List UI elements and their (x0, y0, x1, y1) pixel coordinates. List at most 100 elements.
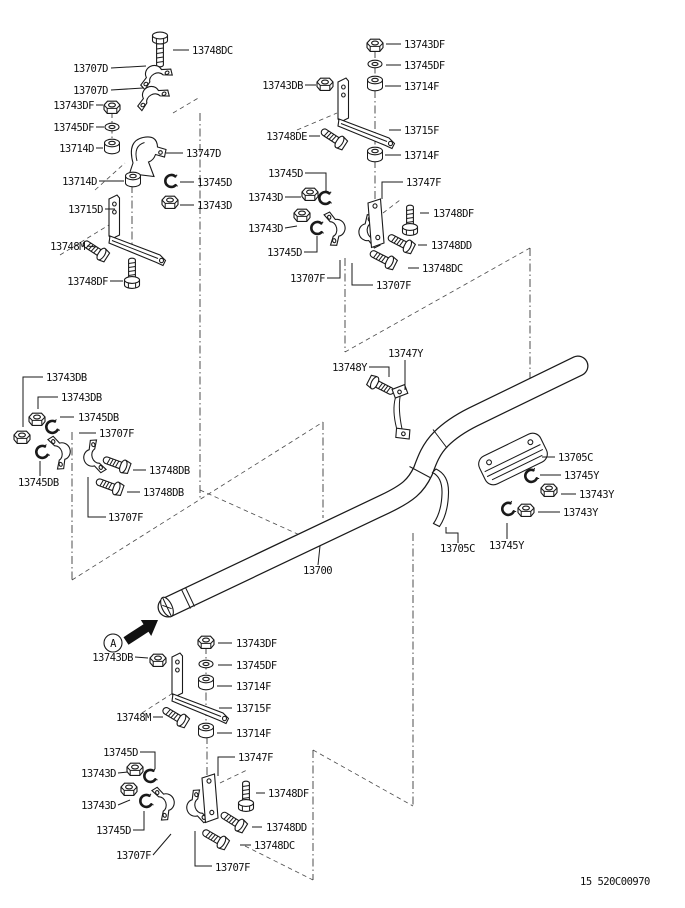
clip-drawing (142, 767, 160, 785)
part-labels: 13748DC 13707D 13707D 13743DF 13745DF 13… (18, 39, 616, 874)
part-label: 13748Y (332, 362, 368, 374)
nut-drawing (301, 187, 319, 201)
part-label: 13707D (73, 85, 108, 97)
bolt-drawing (93, 474, 126, 498)
bolt-drawing (217, 807, 249, 835)
grommet-drawing (103, 138, 121, 155)
part-label: 13743Y (563, 507, 599, 519)
part-label: 13745D (96, 825, 131, 837)
part-label: 13743DB (262, 80, 303, 92)
bolt-drawing (199, 825, 231, 852)
part-label: 13715F (404, 125, 439, 137)
part-label: 13714D (62, 176, 97, 188)
clamp-drawing (150, 783, 180, 823)
part-label: 13748DE (266, 131, 307, 143)
part-label: 13700 (303, 565, 332, 577)
clip-drawing (138, 792, 156, 810)
part-label: 13747F (406, 177, 441, 189)
part-label: 13714F (404, 150, 439, 162)
bolt-drawing (123, 257, 141, 289)
bracket-drawing (128, 136, 167, 178)
grommet-drawing (366, 146, 384, 163)
part-label: 13747F (238, 752, 273, 764)
part-label: 13707F (376, 280, 411, 292)
grommet-drawing (366, 75, 384, 92)
bolt-drawing (365, 373, 397, 399)
nut-drawing (540, 483, 558, 497)
nut-drawing (149, 653, 167, 667)
part-label: 13745D (267, 247, 302, 259)
part-label: 13743D (197, 200, 232, 212)
part-label: 13745DF (53, 122, 94, 134)
part-label: 13745D (268, 168, 303, 180)
clamp-drawing (78, 437, 108, 477)
nut-drawing (13, 430, 31, 444)
clip-drawing (499, 499, 518, 518)
nut-drawing (126, 762, 144, 776)
part-label: 13743DF (236, 638, 277, 650)
part-label: 13748DB (149, 465, 190, 477)
clip-drawing (310, 220, 326, 236)
part-label: 13707D (73, 63, 108, 75)
part-label: 13743D (81, 768, 116, 780)
washer-drawing (198, 659, 214, 669)
grommet-drawing (124, 171, 142, 188)
part-label: 13743D (248, 192, 283, 204)
nut-drawing (120, 782, 138, 796)
view-circle (103, 633, 123, 653)
part-label: 13747D (186, 148, 221, 160)
part-label: 13743DB (61, 392, 102, 404)
part-label: 13707F (290, 273, 325, 285)
part-label: 13715D (68, 204, 103, 216)
bolt-drawing (367, 246, 399, 272)
cluster-bottom-left (149, 635, 230, 739)
grommet-drawing (197, 674, 215, 691)
nut-drawing (103, 100, 121, 114)
clip-drawing (164, 173, 180, 189)
bracket-drawing (108, 194, 167, 267)
part-label: 13714F (236, 681, 271, 693)
part-label: 13707F (108, 512, 143, 524)
bracket-drawing (201, 773, 219, 824)
washer-drawing (104, 122, 120, 132)
part-label: 13745DF (404, 60, 445, 72)
part-label: 13748DF (67, 276, 108, 288)
leader-lines (22, 43, 576, 867)
cluster-pipe-area (365, 373, 558, 528)
heat-shield-drawing (431, 468, 450, 528)
part-label: 13743D (81, 800, 116, 812)
bolt-drawing (159, 702, 191, 730)
part-label: 13743Y (579, 489, 615, 501)
part-label: 13745DB (78, 412, 119, 424)
cluster-top-left (79, 31, 180, 289)
part-label: 13743DB (92, 652, 133, 664)
part-label: 13714F (236, 728, 271, 740)
part-label: 13715F (236, 703, 271, 715)
bolt-drawing (237, 780, 255, 812)
part-label: 13748DC (422, 263, 463, 275)
clip-drawing (318, 190, 334, 206)
part-label: 13748DF (433, 208, 474, 220)
nut-drawing (366, 38, 384, 52)
part-label: 13707F (215, 862, 250, 874)
part-label: 13743DF (53, 100, 94, 112)
bolt-drawing (100, 452, 133, 476)
bracket-drawing (391, 383, 411, 440)
view-marker-label: A (110, 638, 117, 650)
direction-arrow (123, 620, 158, 645)
part-label: 13745Y (489, 540, 525, 552)
part-label: 13707F (116, 850, 151, 862)
part-label: 13705C (558, 452, 593, 464)
part-label: 13705C (440, 543, 475, 555)
bracket-drawing (337, 77, 396, 150)
grommet-drawing (197, 722, 215, 739)
part-label: 13743D (248, 223, 283, 235)
nut-drawing (197, 635, 215, 649)
part-label: 13748DF (268, 788, 309, 800)
part-label: 13745Y (564, 470, 600, 482)
washer-drawing (367, 59, 383, 69)
bolt-drawing (401, 204, 419, 236)
clip-drawing (33, 442, 52, 461)
